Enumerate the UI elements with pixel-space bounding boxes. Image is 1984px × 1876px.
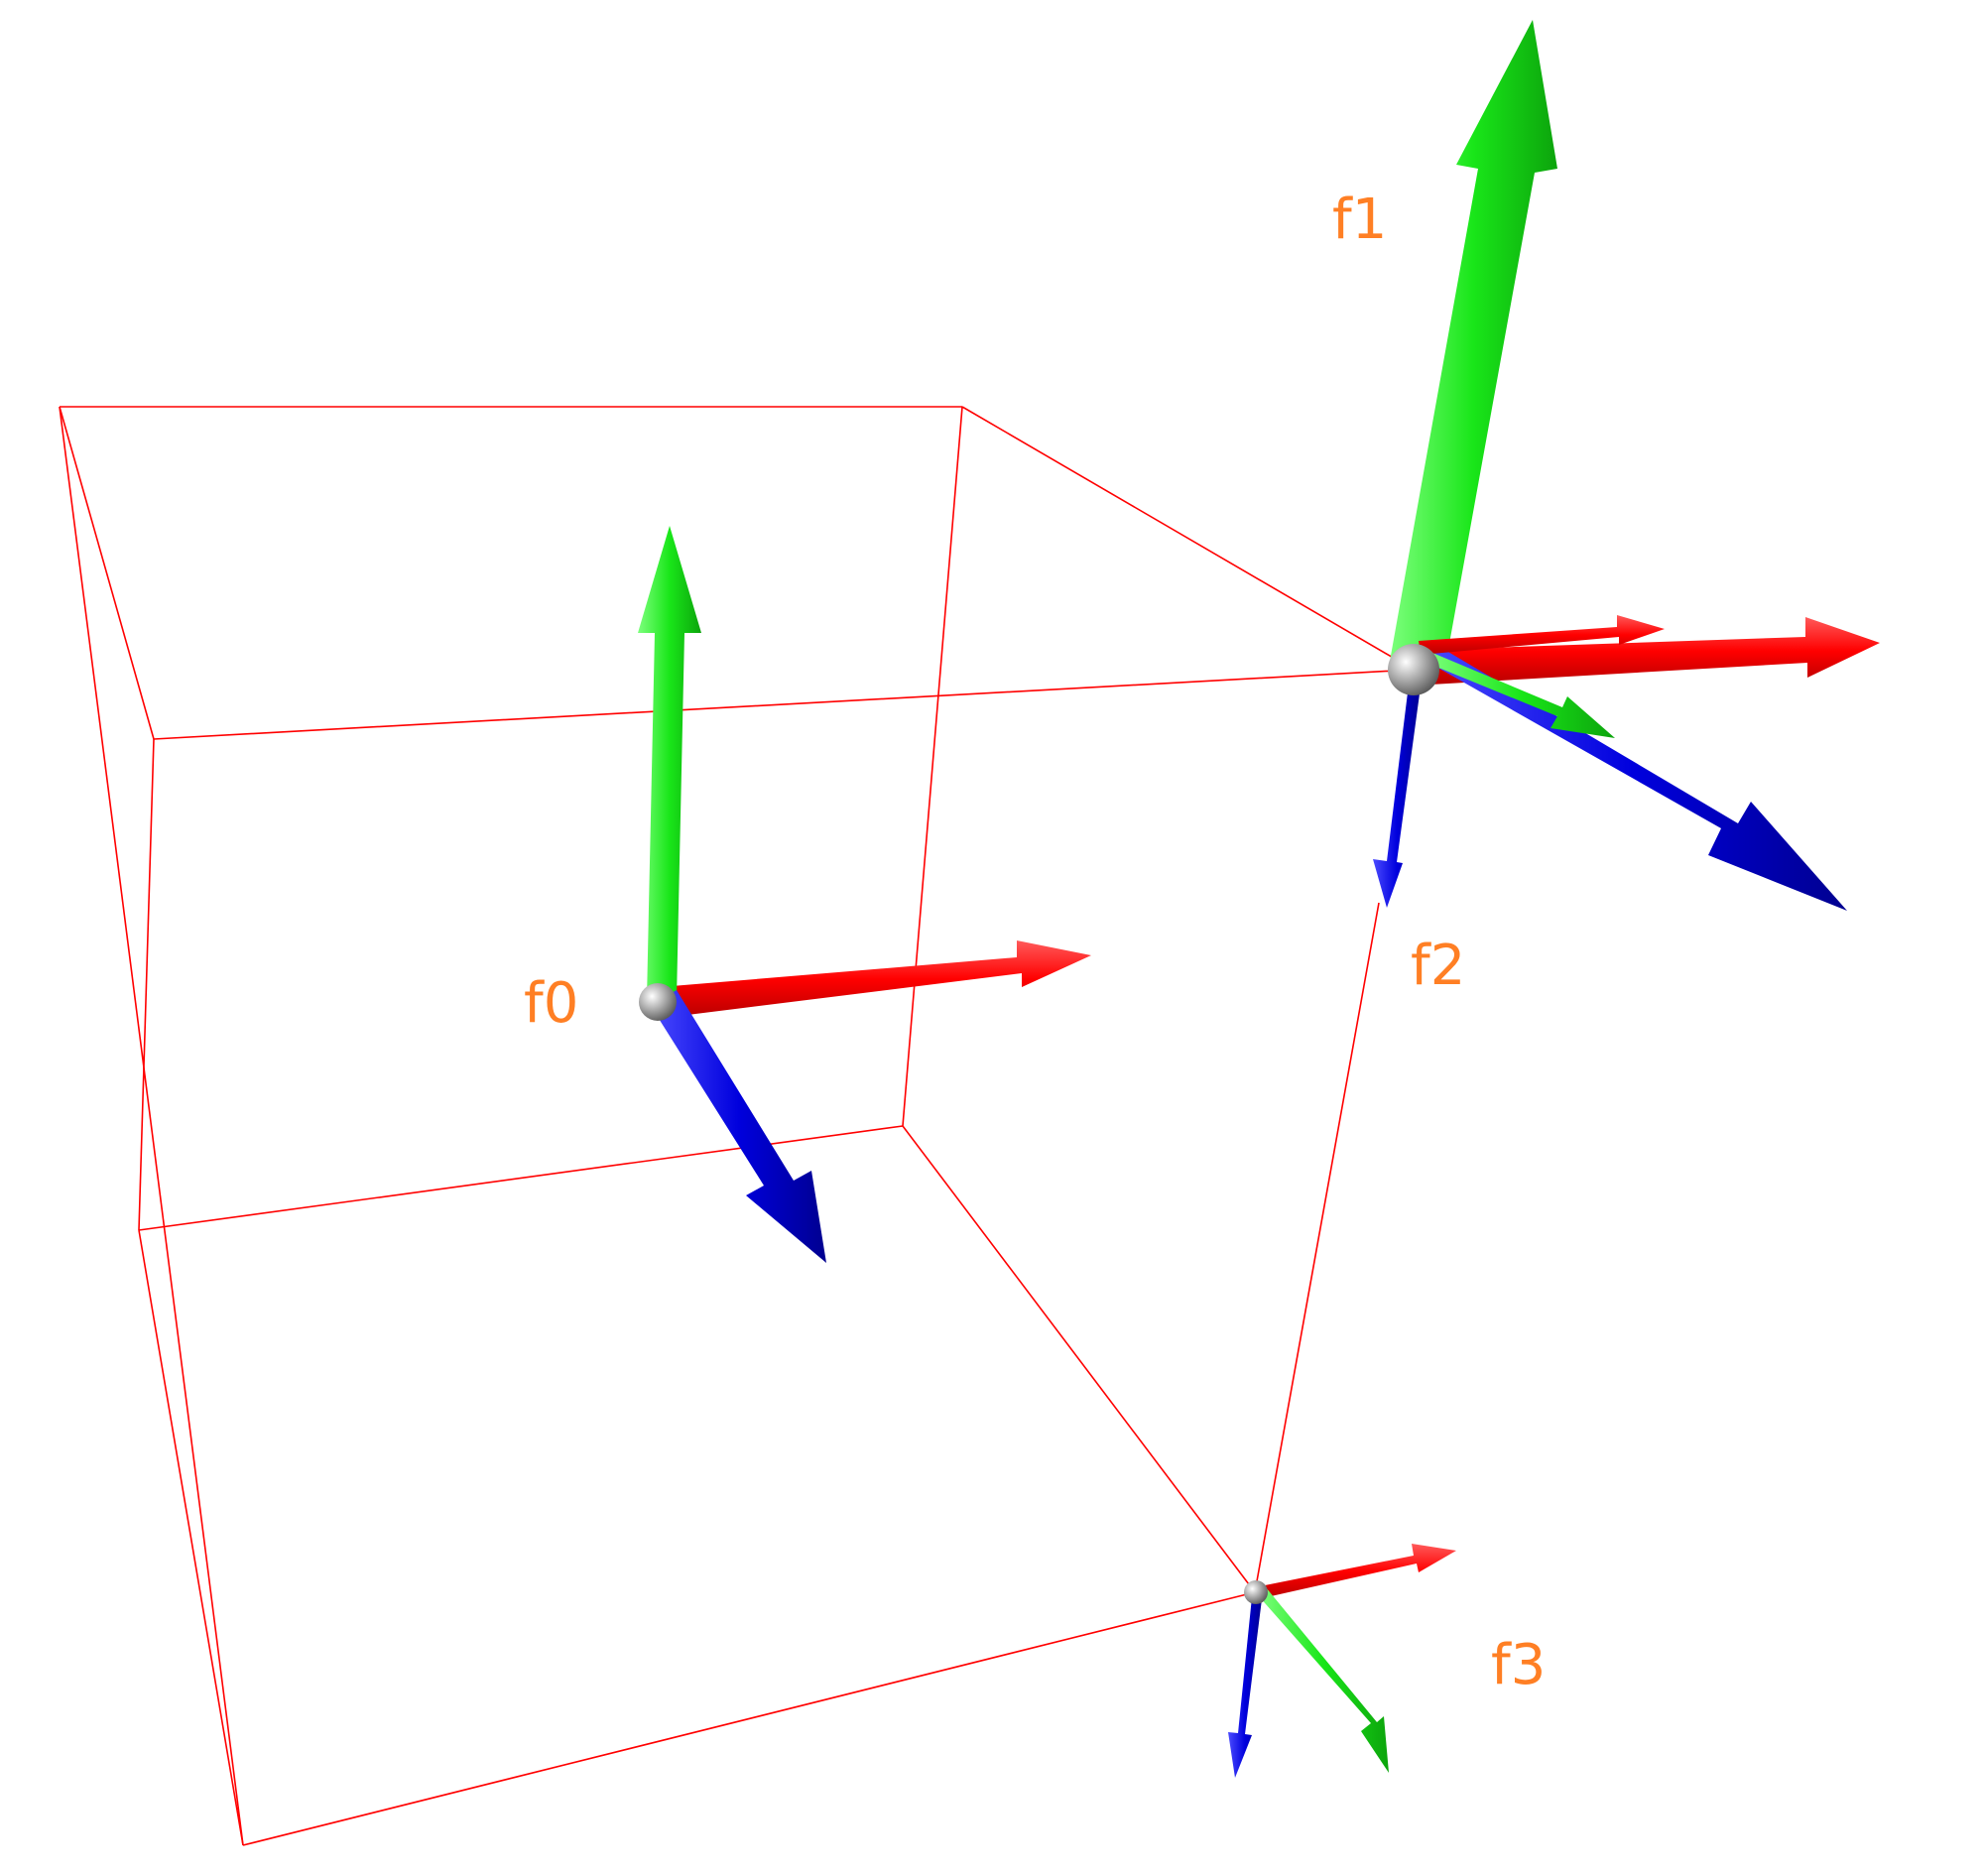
f1-axis-z	[1419, 645, 1847, 911]
bounding-wireframe	[59, 406, 1415, 1846]
wire-edge	[59, 406, 155, 740]
f3-origin-marker	[1244, 1580, 1268, 1604]
wire-edge	[1254, 902, 1380, 1593]
f0-axis-z	[651, 990, 826, 1263]
wire-edge	[902, 1125, 1256, 1593]
f0-axis-x	[660, 940, 1091, 1018]
f0-origin-marker	[639, 983, 677, 1021]
wire-edge	[902, 406, 963, 1127]
f3-axis-x	[1255, 1544, 1456, 1599]
wire-edge	[138, 1229, 244, 1846]
f0-axis-y	[638, 526, 701, 1000]
f2-axis-z	[1373, 685, 1421, 908]
wire-edge	[59, 406, 244, 1846]
f1-label: f1	[1332, 188, 1387, 252]
wire-edge	[961, 406, 1415, 671]
f1-axis-y	[1389, 20, 1557, 677]
f2-axis-x	[1419, 615, 1665, 655]
wire-edge	[153, 669, 1415, 740]
f3-label: f3	[1491, 1633, 1546, 1697]
f1-axis-x	[1428, 617, 1880, 685]
wire-edge	[138, 738, 155, 1231]
wire-edge	[138, 1125, 904, 1231]
f2-label: f2	[1411, 934, 1465, 998]
f3-axis-y	[1258, 1587, 1389, 1773]
frame-f3[interactable]: f3	[1228, 1544, 1546, 1778]
f2-origin-marker	[1388, 644, 1439, 695]
frame-f1[interactable]: f1	[1332, 20, 1880, 911]
wire-edge	[242, 1591, 1256, 1846]
f3-axis-z	[1228, 1597, 1262, 1778]
frame-f2[interactable]: f2	[1373, 615, 1665, 998]
frame-f0[interactable]: f0	[524, 526, 1091, 1263]
f0-label: f0	[524, 971, 578, 1036]
f2-axis-y	[1426, 653, 1615, 738]
